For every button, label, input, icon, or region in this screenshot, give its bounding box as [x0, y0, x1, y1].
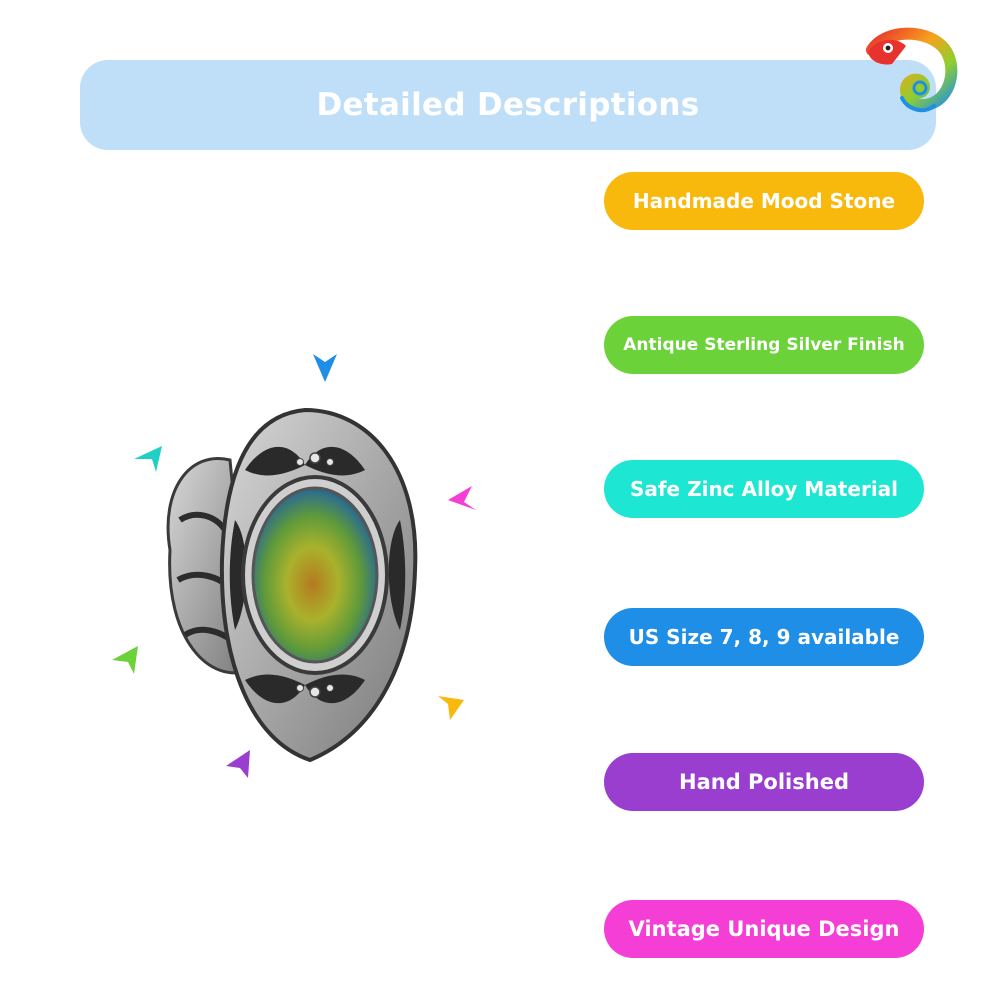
feature-badge-us-size: US Size 7, 8, 9 available [604, 608, 924, 666]
feature-badge-vintage-design: Vintage Unique Design [604, 900, 924, 958]
arrow-icon [112, 646, 138, 674]
feature-badge-zinc-alloy: Safe Zinc Alloy Material [604, 460, 924, 518]
arrow-icon [134, 446, 162, 472]
arrow-icon [438, 696, 464, 720]
arrow-icon [226, 750, 250, 778]
chameleon-logo-icon [866, 27, 958, 113]
feature-badge-handmade-mood-stone: Handmade Mood Stone [604, 172, 924, 230]
page-title: Detailed Descriptions [316, 87, 700, 123]
feature-label: US Size 7, 8, 9 available [628, 625, 900, 649]
header-banner: Detailed Descriptions [80, 60, 936, 150]
feature-label: Handmade Mood Stone [632, 189, 896, 213]
arrow-icon [448, 486, 476, 510]
feature-badge-hand-polished: Hand Polished [604, 753, 924, 811]
feature-label: Hand Polished [679, 770, 849, 794]
feature-label: Antique Sterling Silver Finish [623, 335, 905, 355]
feature-badge-antique-silver-finish: Antique Sterling Silver Finish [604, 316, 924, 374]
feature-label: Vintage Unique Design [628, 917, 900, 941]
feature-label: Safe Zinc Alloy Material [629, 477, 899, 501]
arrow-down-icon [313, 354, 337, 382]
mood-ring-image [166, 407, 418, 763]
